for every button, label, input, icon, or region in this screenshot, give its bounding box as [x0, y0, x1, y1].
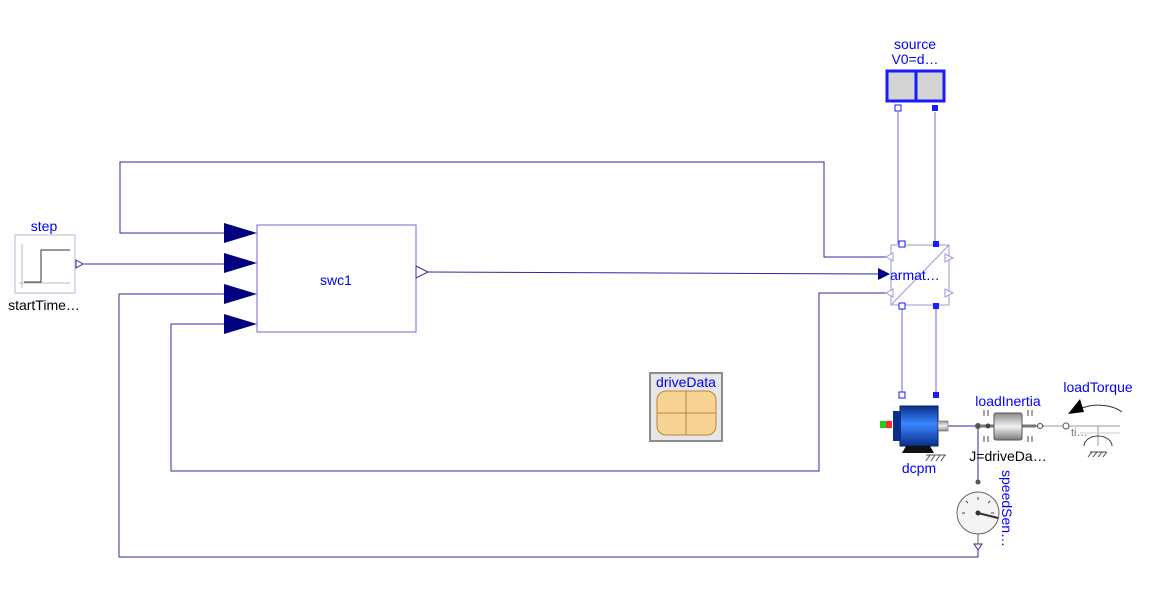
- loadinertia-param-label: J=driveDa…: [969, 448, 1046, 464]
- swc1-input-port-1[interactable]: [224, 223, 257, 243]
- shaft-junction: [975, 423, 981, 429]
- dcpm-body: [899, 405, 939, 447]
- source-pos-pin[interactable]: [932, 105, 938, 111]
- step-name-label: step: [31, 218, 58, 234]
- dcpm-motor[interactable]: dcpm: [880, 391, 949, 476]
- sensor-junction: [975, 479, 981, 485]
- wire-swc1-to-armature[interactable]: [427, 271, 881, 275]
- loadinertia-block[interactable]: loadInertia J=driveDa…: [969, 393, 1046, 464]
- loadtorque-flange[interactable]: [1062, 422, 1070, 430]
- wire-armature-to-swc1-in1[interactable]: [119, 161, 888, 258]
- swc1-name-label: swc1: [320, 272, 352, 288]
- swc1-input-port-3[interactable]: [224, 284, 257, 304]
- loadinertia-flange-a[interactable]: [985, 423, 991, 429]
- loadinertia-name-label: loadInertia: [975, 393, 1041, 409]
- armature-pin-top-left[interactable]: [898, 240, 906, 248]
- dcpm-base: [902, 446, 934, 453]
- armature-pin-top-right[interactable]: [933, 241, 939, 247]
- loadtorque-name-label: loadTorque: [1063, 379, 1132, 395]
- dcpm-shaft: [937, 420, 949, 432]
- armature-right-port-bottom[interactable]: [944, 288, 955, 298]
- dcpm-pin-pos[interactable]: [933, 392, 939, 398]
- drivedata-block[interactable]: driveData: [649, 372, 723, 442]
- speedsensor-name-label: speedSen…: [999, 470, 1015, 547]
- drivedata-name-label: driveData: [656, 374, 716, 390]
- speedsensor-hub: [975, 510, 981, 516]
- swc1-output-port[interactable]: [415, 265, 430, 279]
- armature-diagonal: [890, 244, 950, 306]
- source-name-label: source: [894, 36, 936, 52]
- swc1-block[interactable]: swc1: [224, 223, 430, 334]
- armature-signal-out-2[interactable]: [884, 288, 894, 298]
- loadinertia-disk: [993, 412, 1023, 441]
- armature-name-label: armat…: [890, 267, 940, 283]
- armature-block[interactable]: armat…: [878, 240, 955, 310]
- source-cell-right: [914, 69, 946, 103]
- step-icon-frame: [14, 234, 76, 294]
- step-block[interactable]: step startTime…: [8, 218, 85, 313]
- step-curve: [24, 249, 70, 283]
- loadtorque-param-label: ti…: [1071, 427, 1088, 439]
- source-cell-left: [885, 69, 918, 103]
- source-param-label: V0=d…: [891, 51, 938, 67]
- swc1-input-port-4[interactable]: [224, 314, 257, 334]
- loadtorque-ground-symbol: [1083, 435, 1113, 458]
- speedsensor-ticks: [962, 497, 994, 514]
- loadinertia-bearing-marks: [983, 410, 1033, 442]
- armature-right-port-top[interactable]: [944, 253, 955, 263]
- armature-pin-bottom-left[interactable]: [898, 302, 906, 310]
- swc1-box: [256, 224, 417, 333]
- source-neg-pin[interactable]: [894, 104, 902, 112]
- loadinertia-flange-b[interactable]: [1037, 423, 1043, 429]
- dcpm-name-label: dcpm: [902, 460, 936, 476]
- loadtorque-block[interactable]: loadTorque ti…: [1044, 379, 1133, 458]
- dcpm-heat-port-red[interactable]: [886, 421, 892, 428]
- loadtorque-arrowhead: [1068, 399, 1084, 414]
- source-block[interactable]: source V0=d…: [885, 36, 946, 112]
- armature-signal-in[interactable]: [878, 268, 890, 280]
- loadtorque-arc: [1077, 404, 1123, 413]
- wire-speedsensor-to-swc1-in3[interactable]: [118, 293, 979, 558]
- wire-armature-to-swc1-in4[interactable]: [170, 292, 888, 472]
- dcpm-pin-neg[interactable]: [898, 391, 906, 399]
- dcpm-ground-hatch: [925, 454, 946, 462]
- speedsensor-block[interactable]: speedSen…: [956, 470, 1015, 551]
- armature-pin-bottom-right[interactable]: [933, 303, 939, 309]
- step-output-port[interactable]: [75, 259, 85, 269]
- speedsensor-needle: [977, 512, 999, 519]
- step-param-label: startTime…: [8, 297, 80, 313]
- speedsensor-output-port[interactable]: [973, 543, 983, 551]
- dcpm-endcap: [893, 411, 901, 441]
- dcpm-heat-port-green[interactable]: [880, 421, 886, 428]
- armature-signal-out-1[interactable]: [884, 252, 894, 262]
- connection-wires: [82, 112, 1044, 558]
- swc1-input-port-2[interactable]: [224, 253, 257, 273]
